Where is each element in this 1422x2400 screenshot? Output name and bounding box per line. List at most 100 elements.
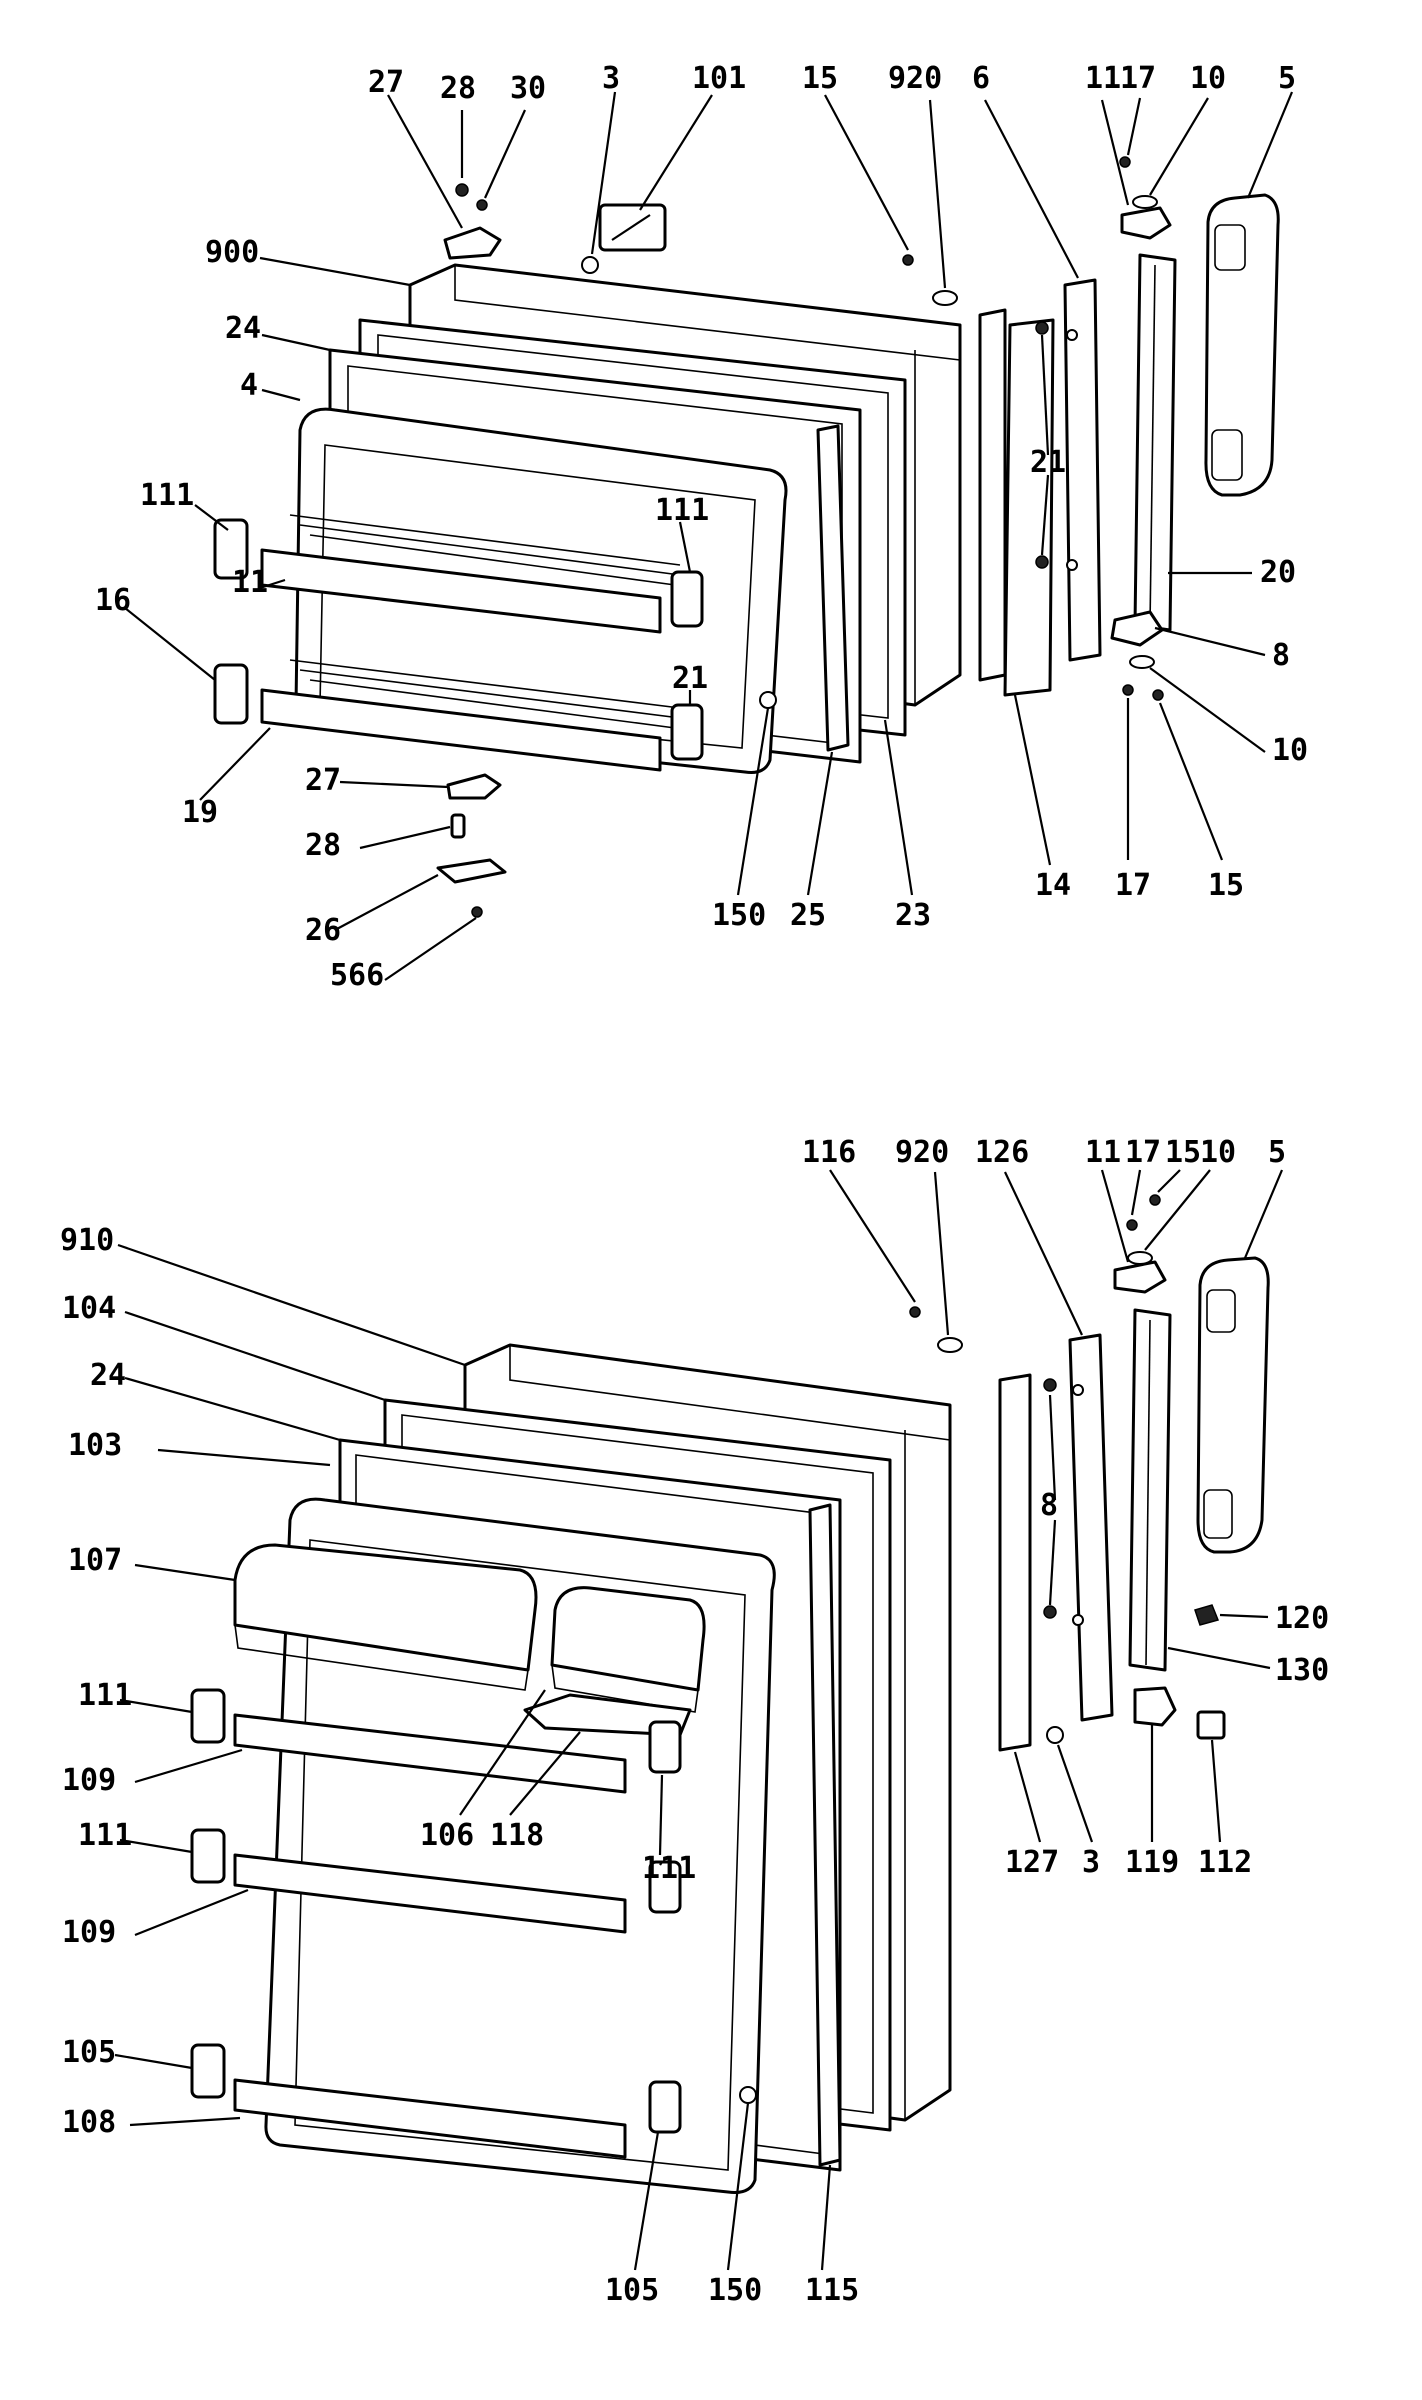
callout-label: 130: [1275, 1653, 1329, 1688]
fresh-food-callout-leaders: [114, 1169, 1284, 2271]
strip-23: [978, 308, 1007, 682]
screw-15: [1149, 1194, 1161, 1206]
callout-label: 120: [1275, 1601, 1329, 1636]
callout-label: 25: [790, 898, 826, 933]
right-support-105: [648, 2080, 682, 2134]
screw-28-top: [455, 183, 469, 197]
bottom-door-shelf: [233, 2078, 627, 2159]
callout-label: 105: [62, 2035, 116, 2070]
callout-label: 3: [602, 61, 620, 96]
callout-label: 21: [672, 661, 708, 696]
screw-116: [909, 1306, 921, 1318]
callout-label: 11: [1085, 61, 1121, 96]
screw-8-upper: [1043, 1378, 1057, 1392]
callout-label: 11: [232, 565, 268, 600]
callout-label: 20: [1260, 555, 1296, 590]
middle-door-shelf: [233, 1853, 627, 1934]
callout-label: 566: [330, 958, 384, 993]
plug-150: [739, 2086, 757, 2104]
bushing-112: [1196, 1710, 1226, 1740]
callout-label: 15: [1208, 868, 1244, 903]
upper-hinge-cap: [1120, 206, 1172, 240]
right-lower-shelf-support: [670, 703, 704, 761]
callout-label: 150: [708, 2273, 762, 2308]
callout-label: 116: [802, 1135, 856, 1170]
callout-label: 5: [1278, 61, 1296, 96]
hinge-bracket-119: [1133, 1686, 1177, 1727]
callout-label: 105: [605, 2273, 659, 2308]
callout-label: 109: [62, 1915, 116, 1950]
callout-label: 24: [90, 1358, 126, 1393]
callout-label: 10: [1190, 61, 1226, 96]
callout-label: 27: [368, 65, 404, 100]
callout-label: 101: [692, 61, 746, 96]
callout-label: 115: [805, 2273, 859, 2308]
left-support-111-b: [190, 1828, 226, 1884]
callout-label: 28: [305, 828, 341, 863]
left-upper-shelf-support: [213, 518, 249, 580]
callout-label: 6: [972, 61, 990, 96]
top-hinge: [443, 226, 502, 260]
lower-hinge-cap: [1110, 610, 1164, 647]
screw-17-top: [1119, 156, 1131, 168]
callout-label: 17: [1115, 868, 1151, 903]
callout-label: 104: [62, 1291, 116, 1326]
trim-strip: [1133, 253, 1177, 632]
callout-label: 27: [305, 763, 341, 798]
callout-label: 8: [1040, 1488, 1058, 1523]
screw-17-bottom: [1122, 684, 1134, 696]
callout-label: 19: [182, 795, 218, 830]
callout-label: 900: [205, 235, 259, 270]
screw-566: [471, 906, 483, 918]
hinge-pin: [450, 813, 466, 839]
screw-8-lower: [1035, 555, 1049, 569]
freezer-callout-leaders: [124, 91, 1294, 981]
freezer-callout-labels: 27 28 30 3 101 15 920 6 11 17 10 5 900 2…: [95, 61, 1308, 993]
callout-label: 17: [1125, 1135, 1161, 1170]
left-support-111-a: [190, 1688, 226, 1744]
screw-8-lower: [1043, 1605, 1057, 1619]
egg-tray: [523, 1693, 692, 1737]
callout-label: 23: [895, 898, 931, 933]
callout-label: 910: [60, 1223, 114, 1258]
door-handle: [1196, 1256, 1270, 1554]
callout-label: 3: [1082, 1845, 1100, 1880]
callout-label: 111: [140, 478, 194, 513]
callout-label: 109: [62, 1763, 116, 1798]
callout-label: 106: [420, 1818, 474, 1853]
right-support-111-a: [648, 1720, 682, 1774]
trim-strip: [1128, 1308, 1172, 1672]
plug-920: [932, 290, 958, 306]
fresh-food-callout-labels: 116 920 126 11 17 15 10 5 910 104 24 103…: [60, 1135, 1329, 2308]
fresh-food-door-assembly: [190, 1194, 1270, 2194]
callout-label: 15: [1165, 1135, 1201, 1170]
callout-label: 26: [305, 913, 341, 948]
callout-label: 111: [78, 1818, 132, 1853]
callout-label: 111: [642, 1851, 696, 1886]
upper-hinge-cap: [1113, 1260, 1167, 1294]
callout-label: 28: [440, 71, 476, 106]
callout-label: 111: [655, 493, 709, 528]
callout-label: 21: [1030, 445, 1066, 480]
callout-label: 118: [490, 1818, 544, 1853]
dairy-bin-left: [233, 1543, 538, 1672]
callout-label: 15: [802, 61, 838, 96]
freezer-door-assembly: [213, 156, 1280, 918]
right-upper-shelf-support: [670, 570, 704, 628]
callout-label: 30: [510, 71, 546, 106]
callout-label: 14: [1035, 868, 1071, 903]
strip-127: [998, 1373, 1032, 1752]
callout-label: 17: [1120, 61, 1156, 96]
lower-shelf-rail: [260, 688, 662, 772]
callout-label: 127: [1005, 1845, 1059, 1880]
left-support-105: [190, 2043, 226, 2099]
callout-label: 10: [1200, 1135, 1236, 1170]
callout-label: 111: [78, 1678, 132, 1713]
bottom-hinge: [446, 773, 502, 800]
strip-14: [1003, 318, 1055, 697]
callout-label: 107: [68, 1543, 122, 1578]
callout-label: 11: [1085, 1135, 1121, 1170]
callout-label: 920: [895, 1135, 949, 1170]
callout-label: 5: [1268, 1135, 1286, 1170]
